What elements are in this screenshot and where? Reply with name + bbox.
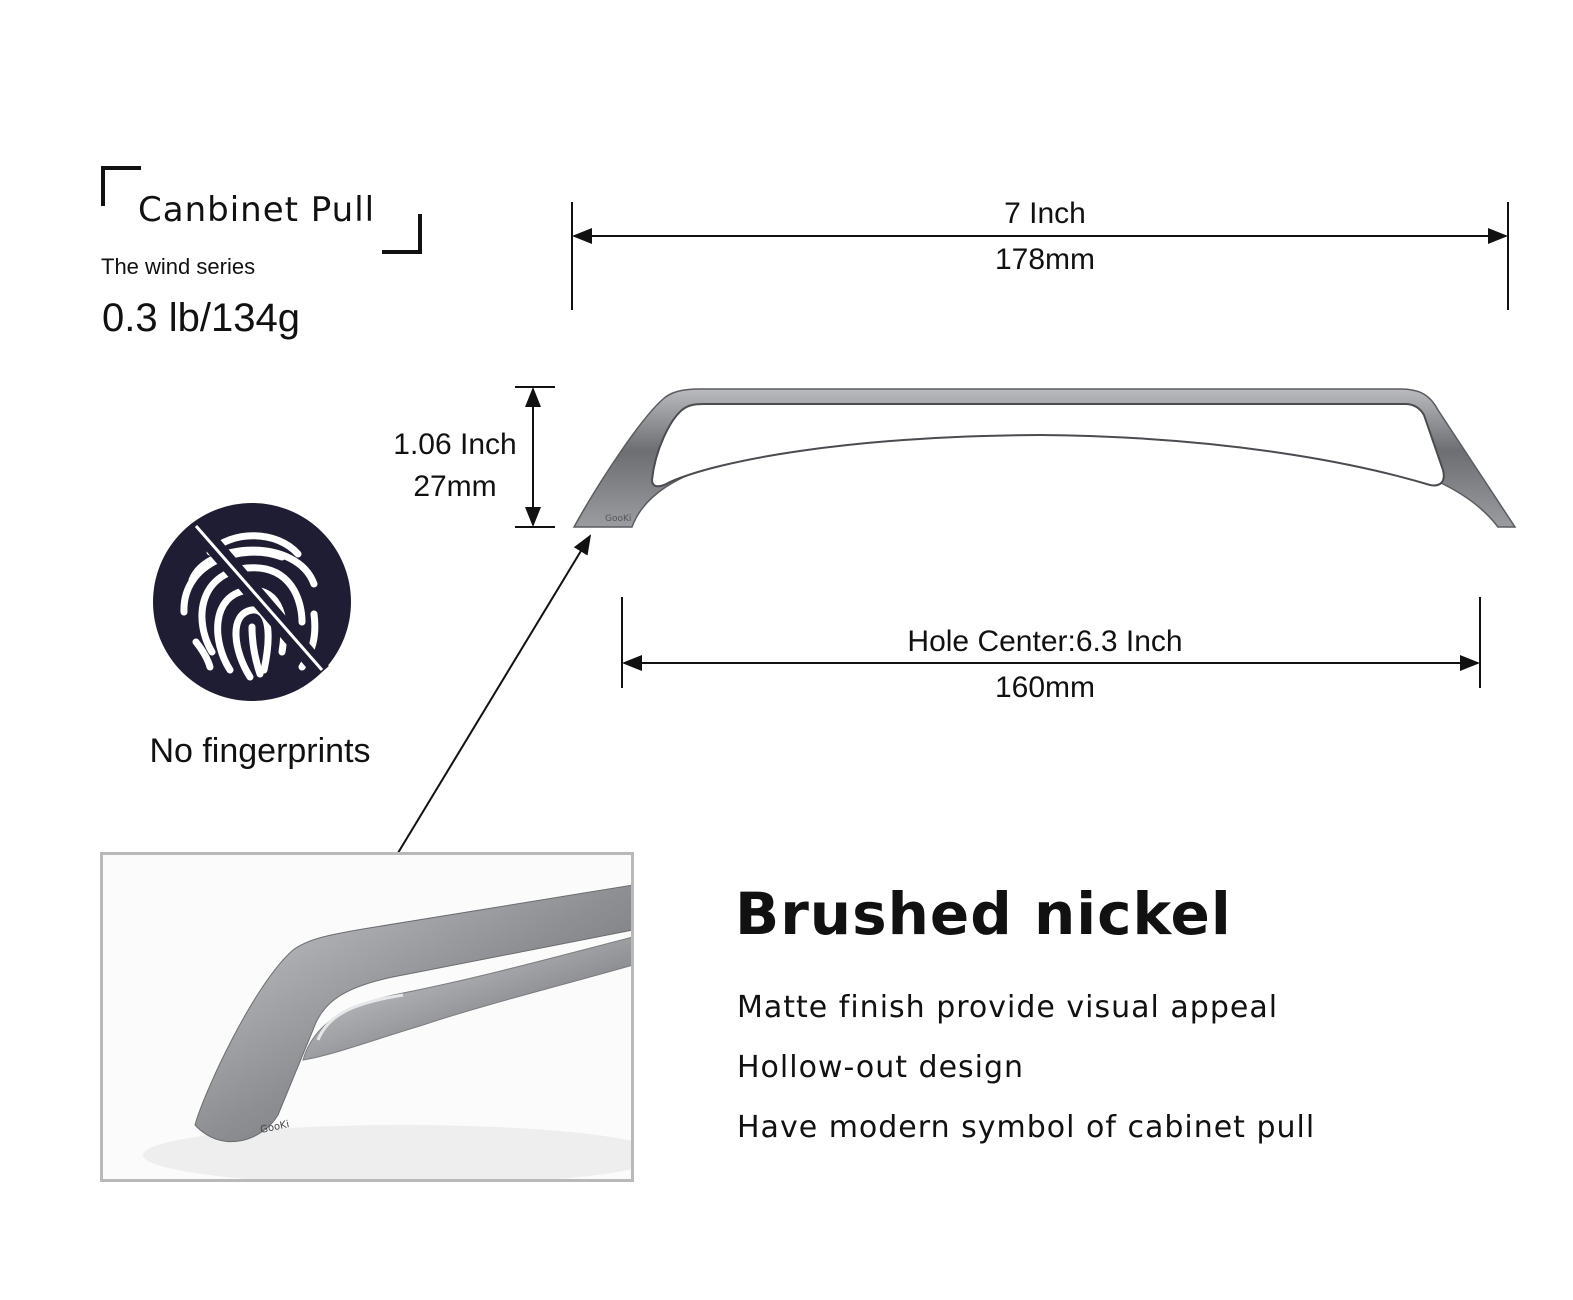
height-dimension: [515, 386, 555, 528]
product-series: The wind series: [101, 254, 256, 279]
hole-center-mm: 160mm: [994, 671, 1096, 704]
pull-closeup-image: GooKi: [143, 884, 631, 1179]
no-fingerprint-icon: [153, 503, 351, 701]
detail-pointer-arrow: [383, 534, 592, 877]
feature-item: Hollow-out design: [737, 1050, 1025, 1085]
detail-inset-photo: GooKi: [100, 852, 634, 1182]
feature-item: Have modern symbol of cabinet pull: [737, 1110, 1316, 1145]
finish-title: Brushed nickel: [735, 880, 1232, 948]
height-inch: 1.06 Inch: [393, 428, 517, 461]
length-mm: 178mm: [994, 243, 1096, 276]
title-bracket-top-left: [101, 166, 141, 206]
length-label: 7 Inch 178mm: [945, 191, 1145, 283]
no-fingerprint-caption: No fingerprints: [149, 732, 371, 770]
length-inch: 7 Inch: [1004, 197, 1086, 230]
cabinet-pull-image: GooKi: [572, 388, 1517, 528]
hole-center-label: Hole Center:6.3 Inch 160mm: [845, 619, 1245, 711]
length-dimension: [571, 202, 1509, 310]
hole-center-inch: Hole Center:6.3 Inch: [907, 625, 1183, 658]
hole-center-dimension: [621, 597, 1481, 688]
height-label: 1.06 Inch 27mm: [370, 424, 540, 508]
title-bracket-bottom-right: [382, 214, 422, 254]
height-mm: 27mm: [413, 470, 497, 503]
product-title: Canbinet Pull: [138, 190, 376, 230]
product-weight: 0.3 lb/134g: [102, 296, 300, 340]
svg-text:GooKi: GooKi: [605, 514, 631, 524]
feature-item: Matte finish provide visual appeal: [737, 990, 1279, 1025]
